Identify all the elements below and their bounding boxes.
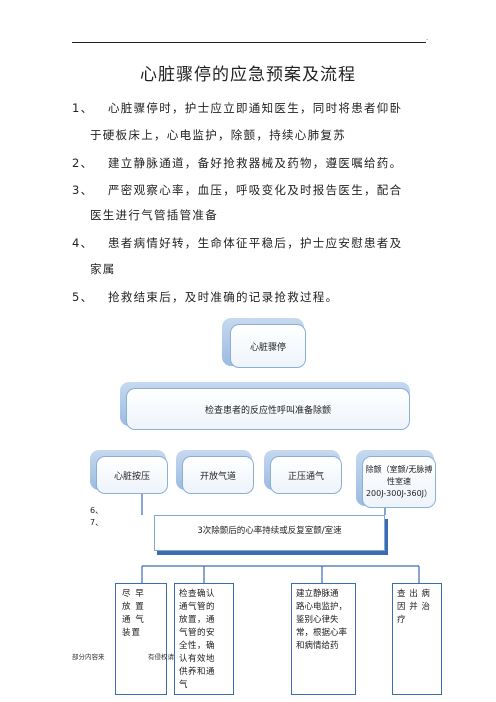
side-number: 6、 <box>90 506 104 515</box>
footer-left: 部分内容来 <box>72 653 105 661</box>
node-defibrillation: 除颤（室颤/无脉搏性室速 200J-300J-360J） <box>362 456 436 508</box>
outcome-line: 通 气 <box>122 615 145 625</box>
outcome-line: 气 <box>179 680 189 690</box>
step-3: 3、严密观察心率，血压，呼吸变化及时报告医生，配合 <box>72 182 402 198</box>
node-after-shock: 3次除颤后的心率持续或反复室颤/室速 <box>154 515 385 551</box>
defib-energy: 200J-300J-360J） <box>365 489 433 498</box>
step-text: 建立静脉通道，备好抢救器械及药物，遵医嘱给药。 <box>108 156 403 170</box>
node-chest-compression: 心脏按压 <box>96 456 168 494</box>
outcome-line: 建立静脉通 <box>296 589 339 599</box>
step-number: 3、 <box>72 183 94 197</box>
step-text: 患者病情好转，生命体征平稳后，护士应安慰患者及 <box>108 236 403 250</box>
outcome-line: 路心电监护， <box>296 602 348 612</box>
outcome-line: 气管的安 <box>179 628 216 638</box>
step-4-cont: 家属 <box>90 262 116 276</box>
header-rule <box>72 42 426 43</box>
outcome-line: 检查确认 <box>179 589 216 599</box>
node-open-airway: 开放气道 <box>182 456 254 494</box>
outcome-line: 查 出 病 <box>397 589 431 599</box>
outcome-line: 鉴别心律失 <box>296 615 339 625</box>
page-title: 心脏骤停的应急预案及流程 <box>140 65 356 85</box>
outcome-line: 通气管的 <box>179 602 216 612</box>
outcome-line: 认有效地 <box>179 654 216 664</box>
outcome-line: 因 并 治 <box>397 602 431 612</box>
outcome-line: 装置 <box>122 628 142 638</box>
node-positive-ventilation: 正压通气 <box>270 456 342 494</box>
step-text: 严密观察心率，血压，呼吸变化及时报告医生，配合 <box>108 183 403 197</box>
step-number: 1、 <box>72 101 94 115</box>
outcome-iv-monitor: 建立静脉通 路心电监护， 鉴别心律失 常，根据心率 和病情给药 <box>291 583 356 695</box>
outcome-find-cause: 查 出 病 因 并 治 疗 <box>392 583 442 695</box>
step-text: 抢救结束后，及时准确的记录抢救过程。 <box>108 290 339 304</box>
outcome-line: 供养和通 <box>179 667 216 677</box>
step-number: 4、 <box>72 236 94 250</box>
step-number: 2、 <box>72 156 94 170</box>
node-check-patient: 检查患者的反应性呼叫准备除颤 <box>126 388 410 430</box>
step-number: 5、 <box>72 290 94 304</box>
header-mark: . <box>426 34 429 42</box>
outcome-ventilation-device: 尽 早 放 置 通 气 装置 <box>115 583 167 695</box>
outcome-check-tube: 检查确认 通气管的 放置，通 气管的安 全性，确 认有效地 供养和通 气 <box>174 583 234 695</box>
outcome-line: 常，根据心率 <box>296 628 348 638</box>
step-3-cont: 医生进行气管插管准备 <box>90 208 218 222</box>
step-1: 1、心脏骤停时，护士应立即通知医生，同时将患者仰卧 <box>72 100 402 116</box>
outcome-line: 放置，通 <box>179 615 216 625</box>
outcome-line: 疗 <box>397 615 407 625</box>
outcome-line: 和病情给药 <box>296 641 339 651</box>
outcome-line: 尽 早 <box>122 589 145 599</box>
outcome-line: 全性，确 <box>179 641 216 651</box>
defib-label: 除颤（室颤/无脉搏性室速 <box>365 465 433 486</box>
step-text: 心脏骤停时，护士应立即通知医生，同时将患者仰卧 <box>108 101 403 115</box>
outcome-line: 放 置 <box>122 602 145 612</box>
step-2: 2、建立静脉通道，备好抢救器械及药物，遵医嘱给药。 <box>72 155 402 171</box>
step-1-cont: 于硬板床上，心电监护，除颤，持续心肺复苏 <box>90 128 346 142</box>
step-4: 4、患者病情好转，生命体征平稳后，护士应安慰患者及 <box>72 235 402 251</box>
footer-mid: 有侵权请 <box>148 653 174 661</box>
node-cardiac-arrest: 心脏骤停 <box>230 324 306 368</box>
side-number: 7、 <box>90 518 104 527</box>
step-5: 5、抢救结束后，及时准确的记录抢救过程。 <box>72 289 338 305</box>
